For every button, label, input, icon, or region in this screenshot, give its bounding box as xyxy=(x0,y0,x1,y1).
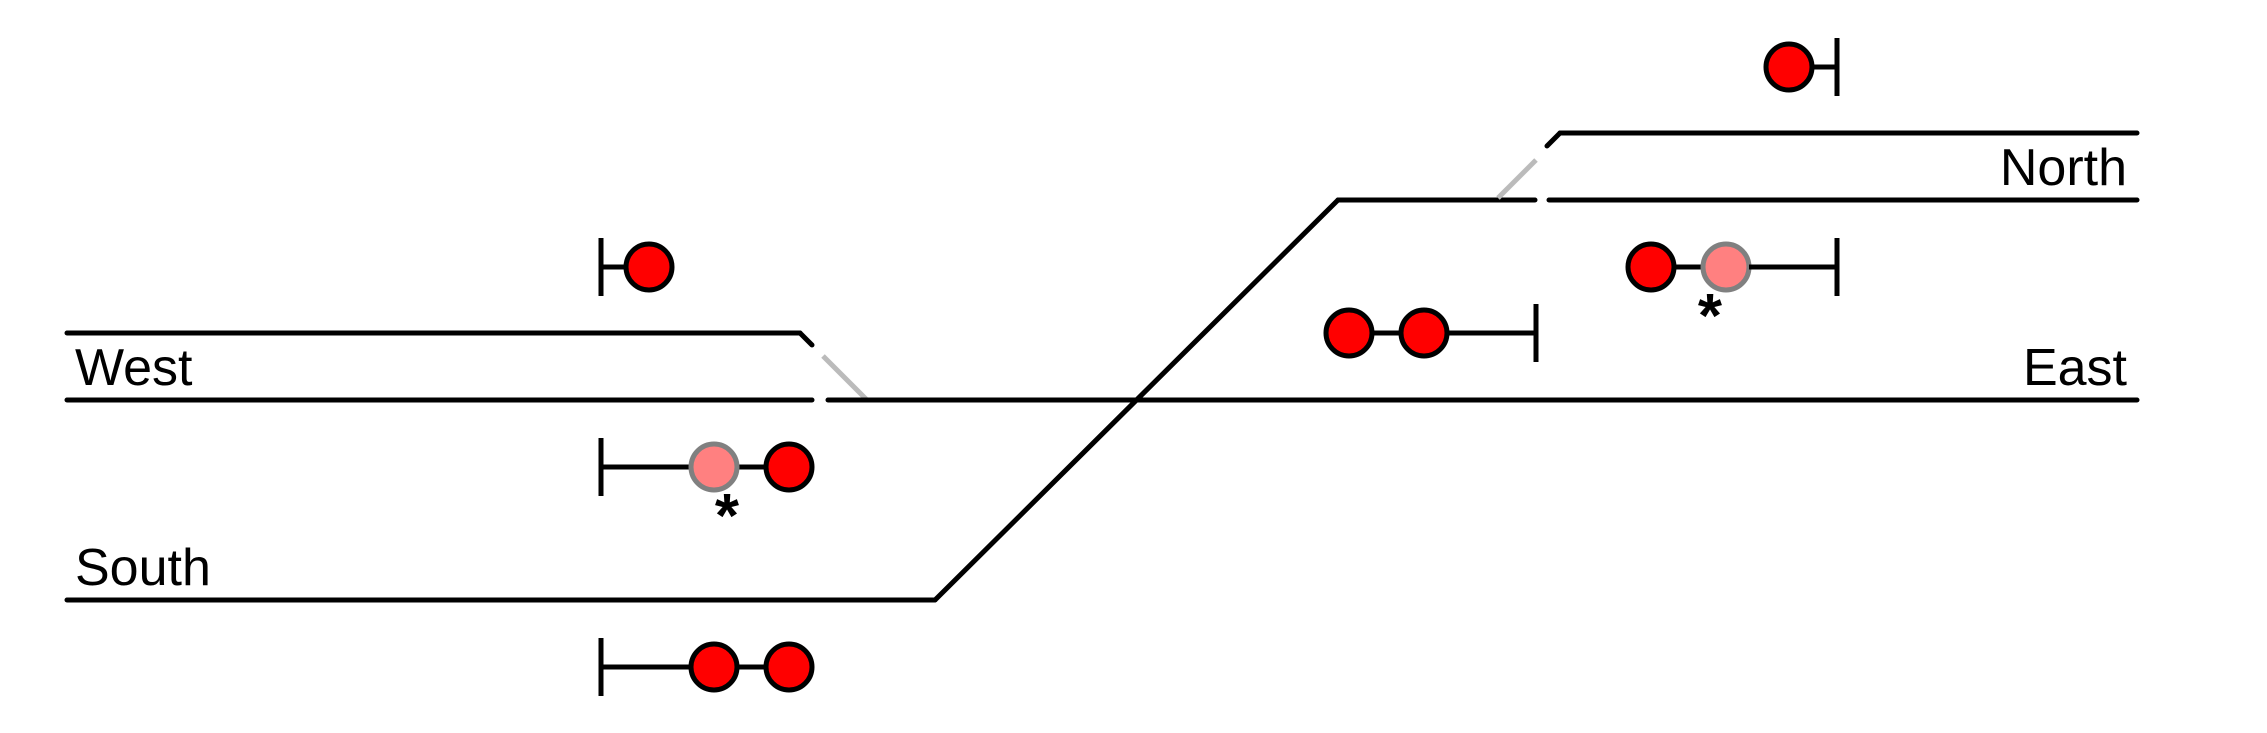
west-lower-asterisk: * xyxy=(715,482,740,551)
red-lamp xyxy=(763,641,815,693)
west-upper-signal xyxy=(598,238,675,296)
east-label: East xyxy=(2023,339,2128,397)
south-signal xyxy=(598,638,815,696)
south-label: South xyxy=(75,539,211,597)
faded-lamp xyxy=(688,441,740,493)
east-upper-signal: * xyxy=(1625,238,1840,351)
north-label: North xyxy=(2000,139,2127,197)
west-label: West xyxy=(75,339,193,397)
red-lamp xyxy=(688,641,740,693)
east-upper-asterisk: * xyxy=(1698,282,1723,351)
red-lamp xyxy=(1398,307,1450,359)
red-lamp xyxy=(1625,241,1677,293)
south-track xyxy=(64,197,1538,603)
red-lamp xyxy=(1323,307,1375,359)
red-lamp xyxy=(1763,41,1815,93)
red-lamp xyxy=(763,441,815,493)
east-middle-signal xyxy=(1323,304,1539,362)
north-signal xyxy=(1763,38,1840,96)
north-tracks xyxy=(1496,130,2140,203)
west-lower-signal: * xyxy=(598,438,815,551)
red-lamp xyxy=(623,241,675,293)
west-upper-track xyxy=(64,330,868,401)
